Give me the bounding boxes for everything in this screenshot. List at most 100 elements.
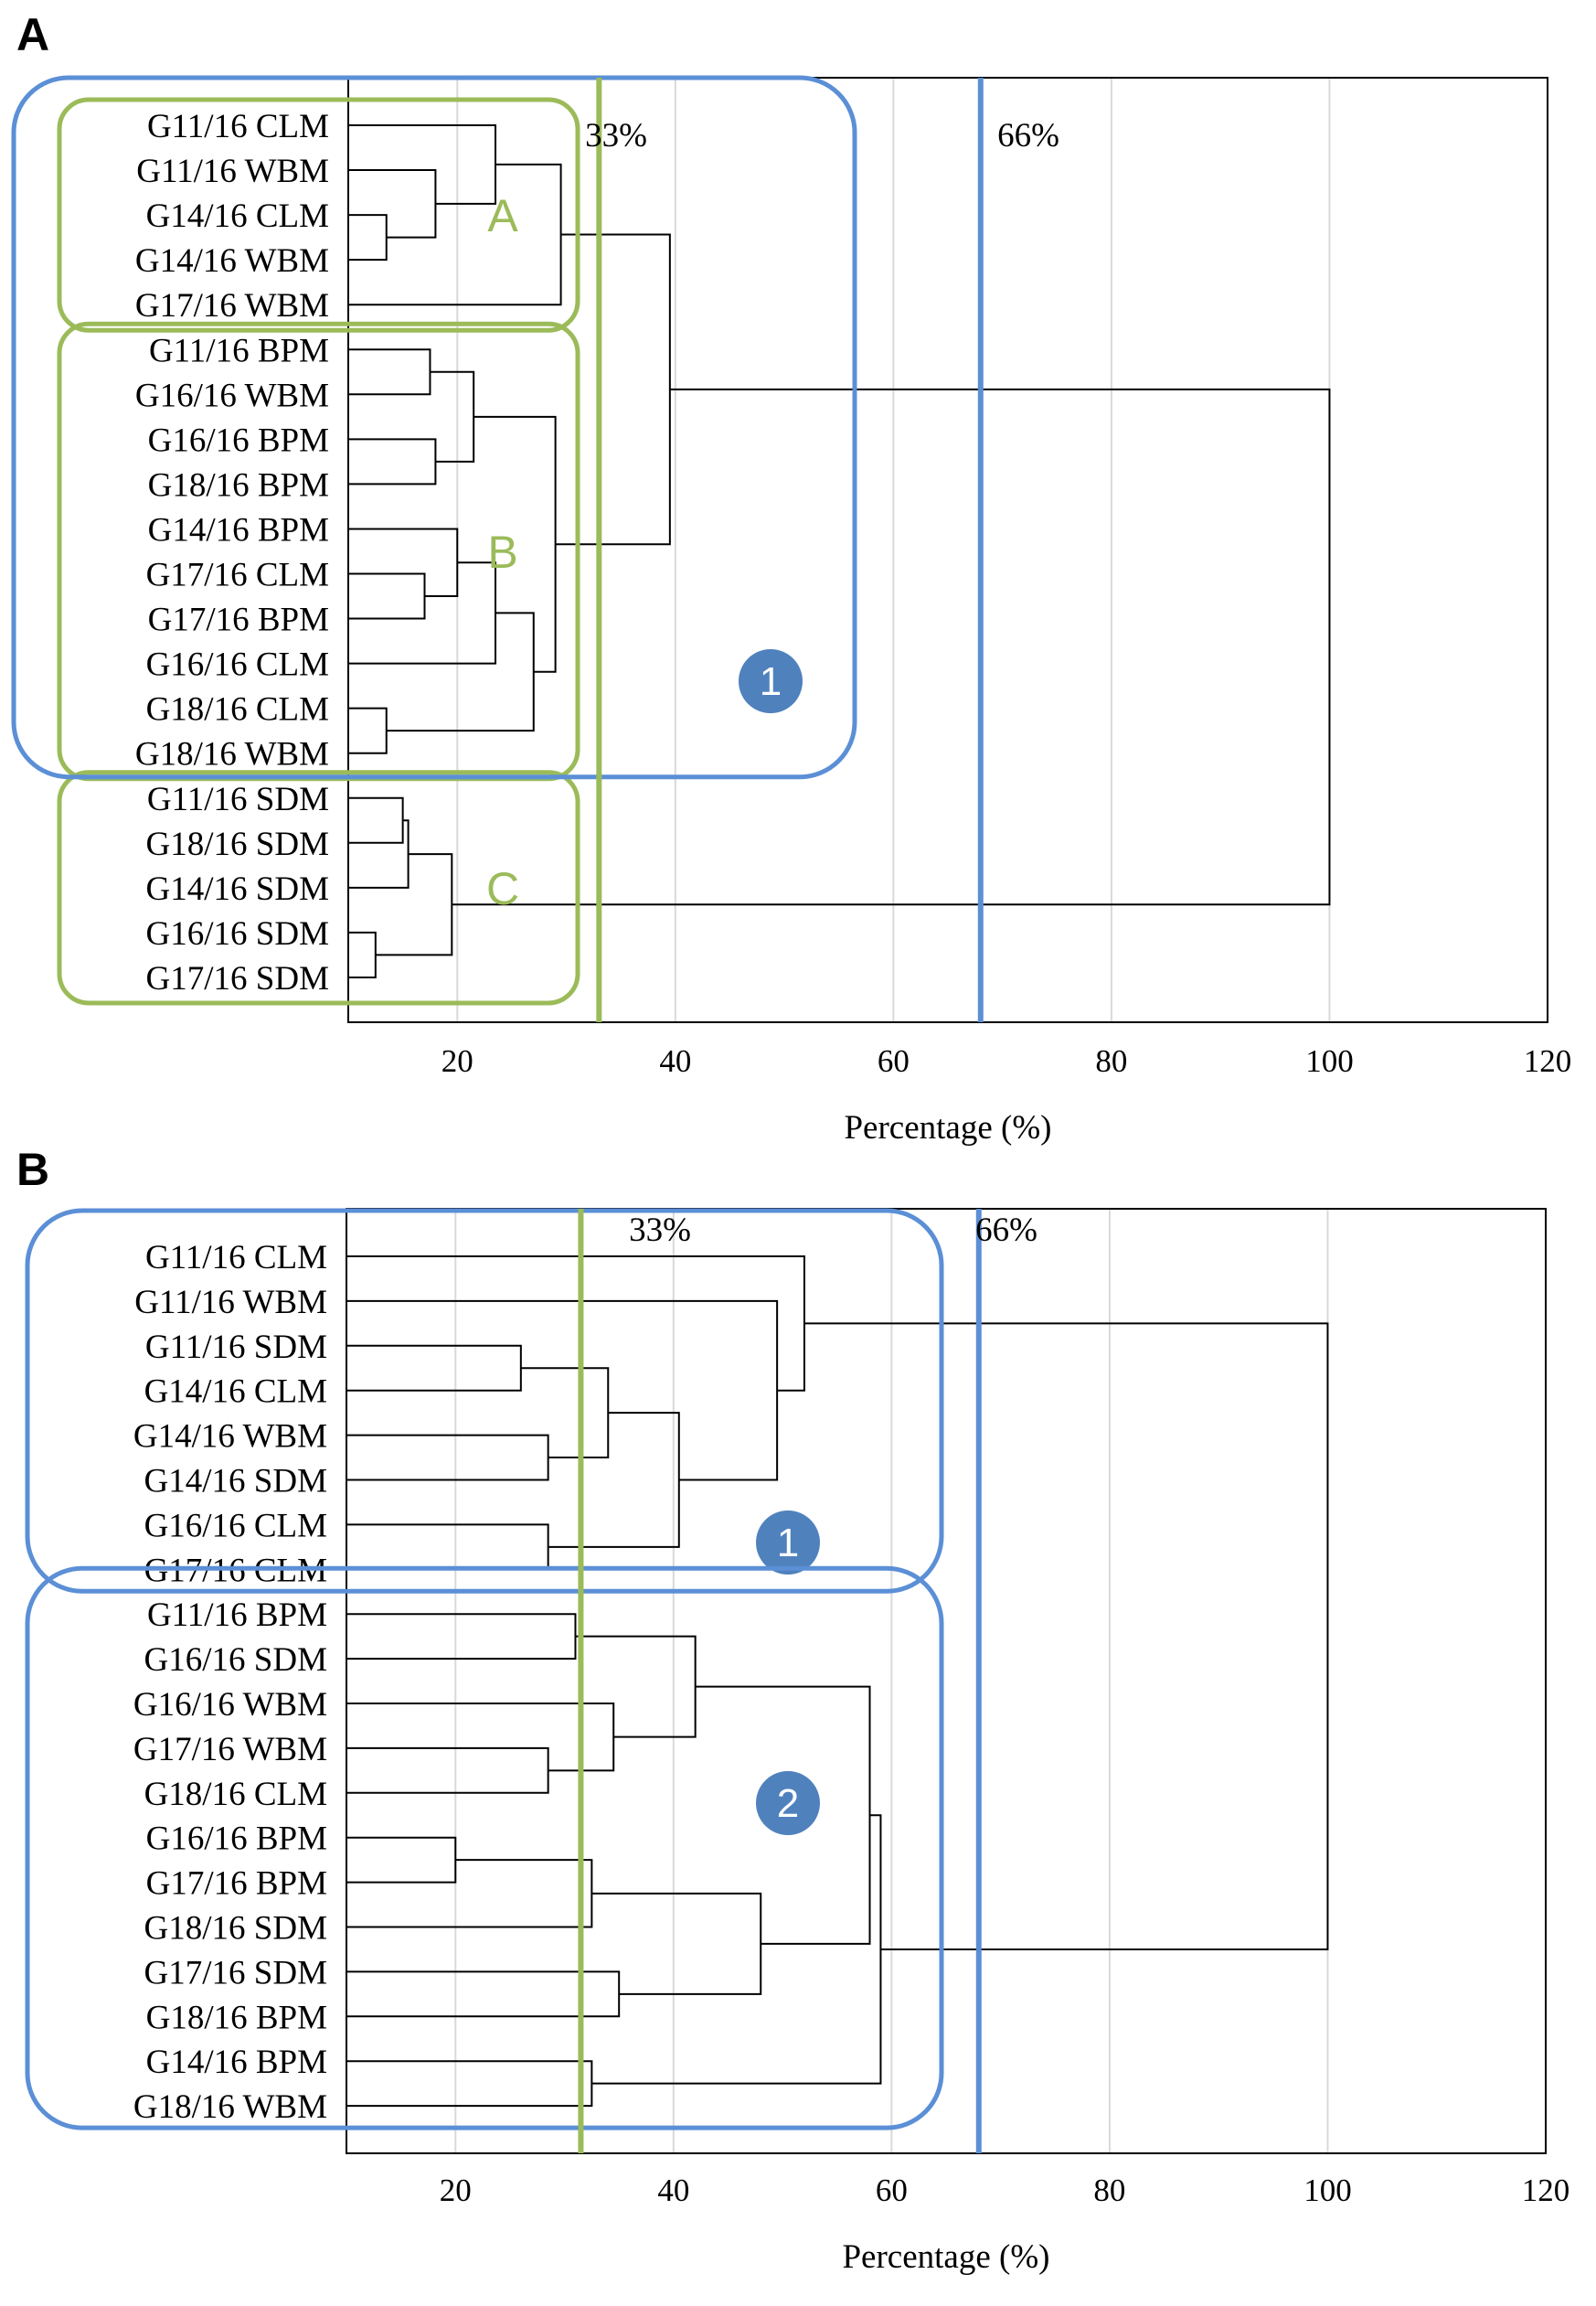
cluster-box [25, 1208, 944, 1594]
dendrogram-link [346, 1434, 549, 1481]
x-tick-label: 100 [1303, 2173, 1352, 2208]
leaf-label: G16/16 CLM [144, 1507, 327, 1544]
dendrogram-link [348, 572, 426, 620]
dendrogram-link [348, 561, 497, 665]
dendrogram-link [348, 931, 377, 978]
dendrogram-link [346, 1836, 457, 1884]
group-label: C [486, 863, 519, 914]
group-box [57, 770, 580, 1006]
dendrogram-link [695, 1685, 871, 1945]
leaf-label: G14/16 WBM [133, 1418, 327, 1456]
dendrogram-link [348, 169, 437, 239]
x-tick-label: 40 [659, 1043, 691, 1079]
x-axis-title: Percentage (%) [844, 1109, 1051, 1147]
leaf-label: G17/16 BPM [148, 602, 329, 639]
cluster-badge [739, 649, 803, 713]
x-tick-label: 60 [878, 1043, 910, 1079]
leaf-label: G11/16 SDM [147, 781, 329, 818]
dendrogram-link [591, 1892, 762, 1995]
leaf-label: G11/16 WBM [134, 1284, 327, 1321]
x-tick-label: 20 [442, 1043, 473, 1079]
x-tick-label: 120 [1522, 2173, 1570, 2208]
dendrogram-link [452, 388, 1331, 906]
leaf-label: G11/16 SDM [145, 1329, 327, 1366]
dendrogram-link [386, 612, 535, 732]
leaf-label: G18/16 CLM [144, 1776, 327, 1813]
leaf-label: G11/16 CLM [145, 1239, 327, 1276]
leaf-label: G11/16 BPM [147, 1596, 327, 1634]
leaf-label: G14/16 CLM [144, 1373, 327, 1411]
leaf-label: G16/16 WBM [133, 1686, 327, 1724]
leaf-label: G17/16 SDM [146, 960, 329, 998]
x-tick-label: 40 [657, 2173, 689, 2208]
x-tick-label: 100 [1305, 1043, 1354, 1079]
leaf-label: G11/16 CLM [147, 108, 329, 145]
dendrogram-link [348, 124, 497, 205]
leaf-label: G16/16 WBM [135, 377, 329, 414]
cluster-badge-label: 2 [777, 1781, 799, 1826]
leaf-label: G17/16 WBM [135, 287, 329, 325]
group-label: B [487, 527, 517, 578]
x-tick-label: 120 [1524, 1043, 1572, 1079]
cluster-badge [756, 1511, 820, 1575]
leaf-label: G11/16 WBM [136, 153, 329, 190]
threshold-label: 66% [997, 117, 1059, 155]
dendrogram-link [346, 1613, 577, 1660]
x-tick-label: 60 [876, 2173, 908, 2208]
x-tick-label: 20 [440, 2173, 472, 2208]
x-tick-label: 80 [1093, 2173, 1125, 2208]
panel-b-letter: B [16, 1144, 49, 1195]
dendrogram-link [348, 214, 388, 262]
dendrogram-link [575, 1635, 697, 1738]
dendrogram-link [348, 438, 437, 486]
cluster-badge-label: 1 [777, 1521, 799, 1565]
group-label: A [487, 190, 518, 241]
dendrogram-link [348, 528, 459, 598]
leaf-label: G14/16 BPM [146, 2044, 327, 2081]
group-box [57, 97, 580, 333]
dendrogram-link [803, 1322, 1329, 1950]
dendrogram-link [520, 1367, 610, 1459]
dendrogram-link [473, 415, 557, 673]
leaf-label: G18/16 SDM [146, 826, 329, 863]
threshold-label: 33% [585, 117, 647, 155]
cluster-box [25, 1565, 944, 2130]
dendrogram-link [348, 819, 410, 889]
leaf-label: G16/16 CLM [146, 646, 329, 684]
dendrogram-link [348, 348, 431, 396]
leaf-label: G17/16 SDM [144, 1954, 327, 1991]
dendrogram [346, 1255, 1329, 2108]
leaf-label: G16/16 BPM [148, 422, 329, 459]
dendrogram-link [591, 1814, 882, 2085]
leaf-label: G18/16 BPM [148, 466, 329, 504]
dendrogram-link [346, 1255, 805, 1392]
dendrogram-link [346, 1344, 522, 1392]
leaf-label: G18/16 SDM [144, 1910, 327, 1948]
threshold-label: 33% [629, 1212, 691, 1249]
dendrogram-link [346, 2060, 593, 2108]
dendrogram-link [346, 1859, 593, 1928]
leaf-label: G14/16 SDM [146, 870, 329, 908]
leaf-label: G18/16 CLM [146, 691, 329, 729]
threshold-label: 66% [975, 1212, 1037, 1249]
dendrogram-link [348, 163, 562, 306]
leaf-label: G16/16 SDM [146, 915, 329, 953]
plot-frame [347, 77, 1548, 1023]
leaf-label: G17/16 WBM [133, 1731, 327, 1768]
dendrogram-link [348, 796, 404, 844]
dendrogram [348, 124, 1331, 978]
leaf-label: G14/16 SDM [144, 1463, 327, 1500]
dendrogram-link [548, 1412, 680, 1548]
leaf-label: G11/16 BPM [149, 332, 329, 369]
dendrogram-link [555, 233, 671, 546]
leaf-label: G18/16 WBM [133, 2088, 327, 2126]
leaf-label: G14/16 CLM [146, 198, 329, 235]
x-tick-label: 80 [1095, 1043, 1127, 1079]
plot-frame [346, 1208, 1547, 2154]
leaf-label: G18/16 WBM [135, 736, 329, 774]
leaf-label: G17/16 CLM [146, 557, 329, 594]
leaf-label: G17/16 CLM [144, 1552, 327, 1589]
